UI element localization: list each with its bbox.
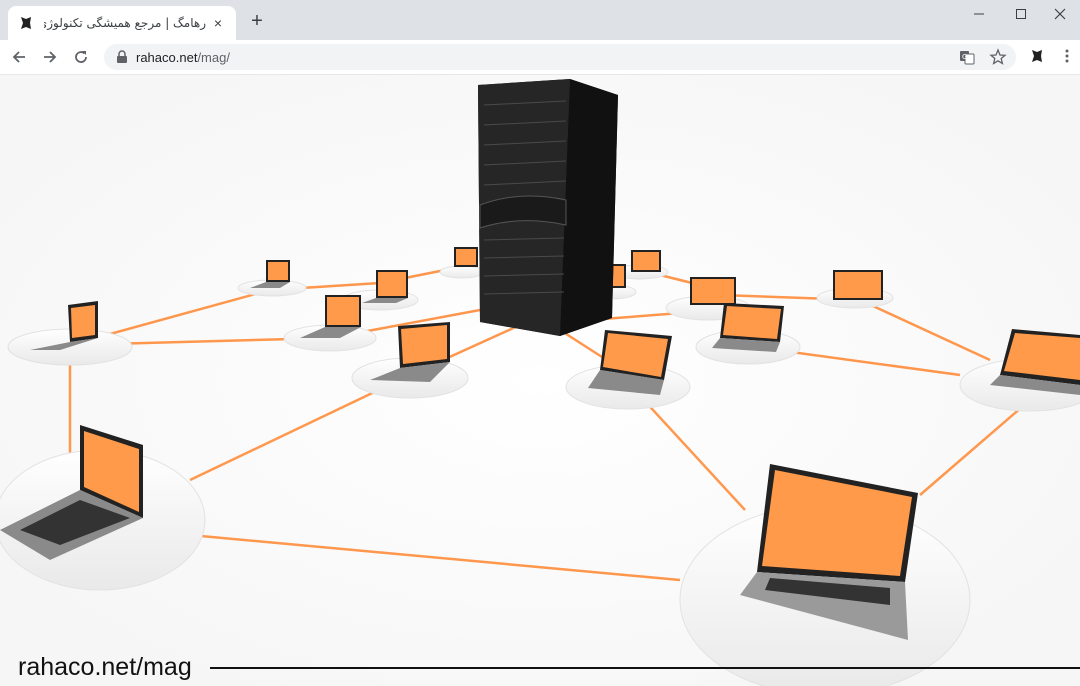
watermark-divider xyxy=(210,667,1080,669)
minimize-icon xyxy=(974,13,984,15)
bookmark-star-icon[interactable] xyxy=(989,48,1007,66)
translate-icon[interactable]: G xyxy=(958,48,976,66)
arrow-left-icon xyxy=(12,51,25,63)
network-illustration xyxy=(0,75,1080,686)
tab-close-icon[interactable]: × xyxy=(213,15,223,31)
tab-strip: رهامگ | مرجع همیشگی تکنولوژی | × + xyxy=(0,0,1080,40)
server-rack xyxy=(478,79,618,336)
close-window-button[interactable] xyxy=(1040,0,1080,28)
reload-icon xyxy=(75,51,87,63)
new-tab-button[interactable]: + xyxy=(251,10,263,32)
browser-tab-active[interactable]: رهامگ | مرجع همیشگی تکنولوژی | × xyxy=(8,6,236,40)
reload-button[interactable] xyxy=(68,44,94,70)
kebab-menu-icon xyxy=(1065,49,1069,63)
url-host: rahaco.net xyxy=(136,50,198,65)
laptops xyxy=(0,247,1080,640)
site-favicon-icon xyxy=(21,17,31,29)
address-bar[interactable]: rahaco.net/mag/ G xyxy=(104,44,1016,70)
arrow-right-icon xyxy=(44,51,57,63)
watermark-text: rahaco.net/mag xyxy=(18,653,192,681)
extension-button[interactable] xyxy=(1026,45,1048,67)
page-content xyxy=(0,75,1080,686)
svg-text:G: G xyxy=(962,53,967,61)
url-text[interactable]: rahaco.net/mag/ xyxy=(136,50,230,65)
close-icon xyxy=(1054,8,1066,20)
url-path: /mag/ xyxy=(197,50,230,65)
extension-favicon-icon xyxy=(1032,50,1042,62)
menu-button[interactable] xyxy=(1056,45,1078,67)
maximize-icon xyxy=(1016,9,1026,19)
lock-icon xyxy=(117,50,127,63)
minimize-button[interactable] xyxy=(956,0,1002,28)
browser-toolbar: rahaco.net/mag/ G xyxy=(0,40,1080,75)
tab-title: رهامگ | مرجع همیشگی تکنولوژی | xyxy=(44,16,206,30)
back-button[interactable] xyxy=(6,44,32,70)
forward-button[interactable] xyxy=(37,44,63,70)
maximize-button[interactable] xyxy=(998,0,1044,28)
